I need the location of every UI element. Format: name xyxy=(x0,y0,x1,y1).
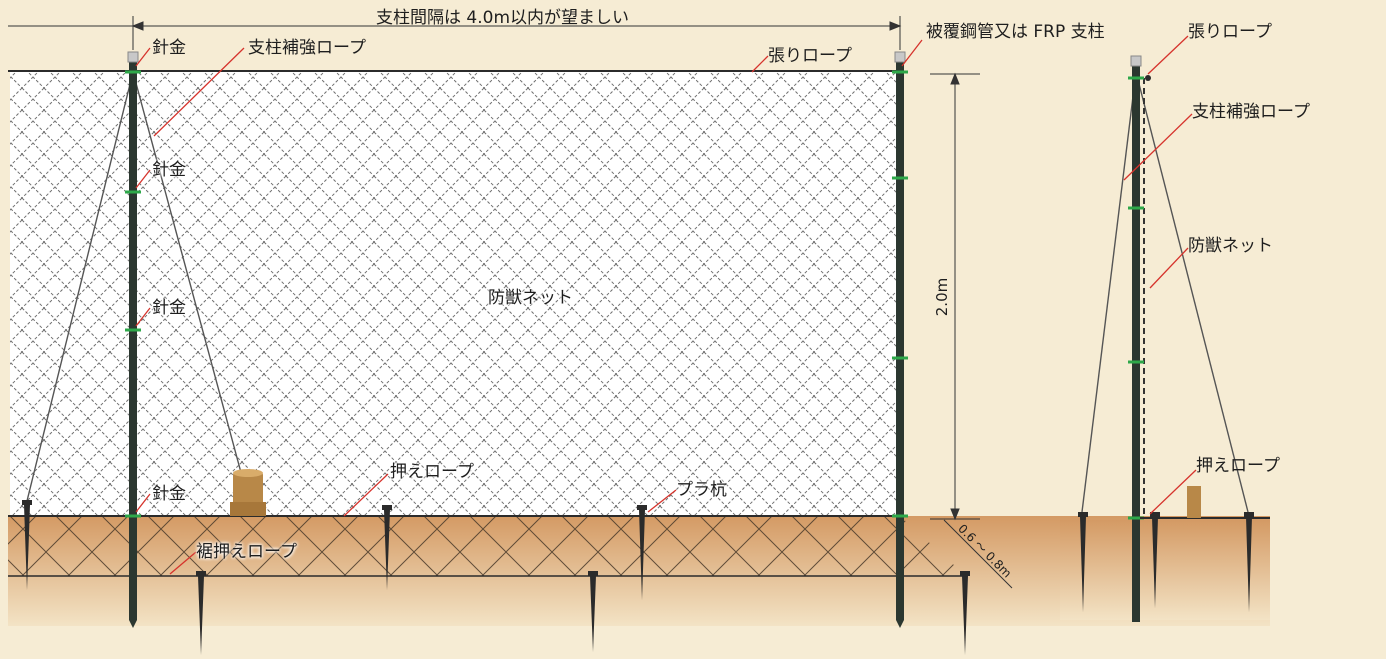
side-view xyxy=(1078,55,1270,622)
side-post-cap xyxy=(1130,55,1142,67)
side-post-brace-rope-label: 支柱補強ロープ xyxy=(1192,102,1310,122)
post-right xyxy=(896,60,904,620)
side-hold-rope-label: 押えロープ xyxy=(1196,456,1280,476)
hem-rope-label: 裾押えロープ xyxy=(196,542,297,562)
burial-dimension xyxy=(943,519,1013,589)
ground-side xyxy=(1060,520,1270,620)
rope-spool-left xyxy=(230,469,266,516)
side-brace-right xyxy=(1135,71,1249,513)
post-type-label: 被覆鋼管又は FRP 支柱 xyxy=(926,22,1105,42)
wire-clips xyxy=(125,70,908,518)
wire-2-label: 針金 xyxy=(152,160,186,180)
hold-rope-label: 押えロープ xyxy=(390,462,474,482)
post-brace-rope-label: 支柱補強ロープ xyxy=(248,38,366,58)
plastic-stakes xyxy=(22,500,970,655)
side-tension-rope-label: 張りロープ xyxy=(1188,22,1272,42)
net-mesh xyxy=(10,72,900,516)
post-left xyxy=(129,60,137,620)
brace-rope-left-a xyxy=(25,71,134,506)
post-right-cap xyxy=(894,51,906,63)
post-left-tip xyxy=(129,620,137,628)
height-label: 2.0m xyxy=(933,277,952,317)
leader-lines xyxy=(135,35,1197,575)
brace-rope-left-b xyxy=(132,71,244,481)
plastic-stake-label: プラ杭 xyxy=(676,480,727,500)
side-net-label: 防獣ネット xyxy=(1188,236,1273,256)
tension-rope-label: 張りロープ xyxy=(768,46,852,66)
side-brace-left xyxy=(1081,71,1137,513)
spacing-dimension xyxy=(8,16,902,50)
wire-3-label: 針金 xyxy=(152,298,186,318)
post-left-cap xyxy=(127,51,139,63)
hem-net xyxy=(8,516,966,576)
net-label: 防獣ネット xyxy=(488,288,573,308)
post-right-tip xyxy=(896,620,904,628)
spacing-label: 支柱間隔は 4.0m以内が望ましい xyxy=(376,8,629,28)
wire-top-label: 針金 xyxy=(152,38,186,58)
wire-bottom-label: 針金 xyxy=(152,484,186,504)
side-post xyxy=(1132,62,1140,622)
height-dimension xyxy=(930,72,980,521)
